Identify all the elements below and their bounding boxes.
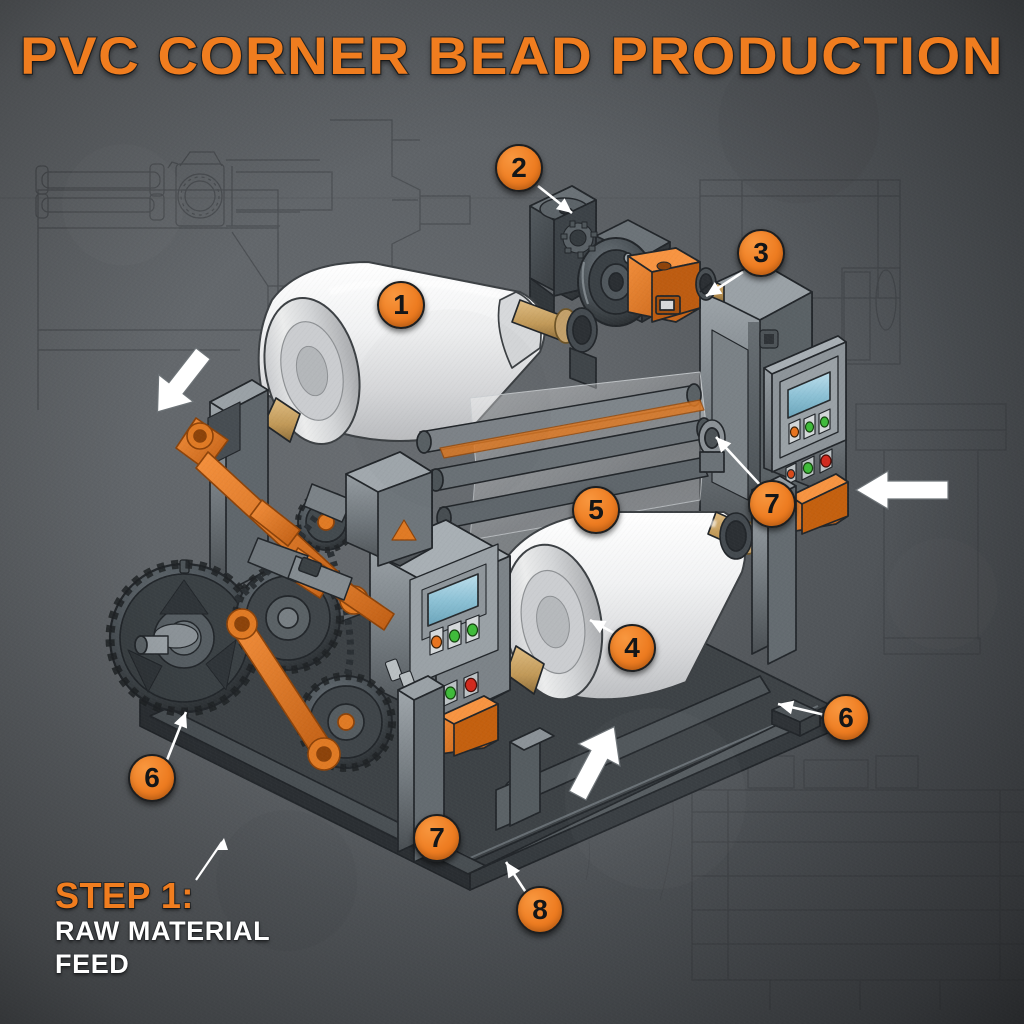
callout-marker-7b[interactable]: 7	[413, 814, 461, 862]
leader-arrowhead-8	[506, 862, 521, 879]
callout-marker-4[interactable]: 4	[608, 624, 656, 672]
callout-marker-2[interactable]: 2	[495, 144, 543, 192]
callout-marker-6[interactable]: 6	[128, 754, 176, 802]
callout-marker-6b[interactable]: 6	[822, 694, 870, 742]
step-description-line-1: RAW MATERIAL	[54, 915, 271, 947]
leader-arrowhead-2	[555, 198, 572, 213]
feed-arrow-bottom	[568, 725, 621, 801]
feed-arrow-top-left	[156, 347, 212, 413]
callout-marker-3[interactable]: 3	[737, 229, 785, 277]
callout-leader-lines	[165, 184, 826, 895]
callout-marker-7[interactable]: 7	[748, 480, 796, 528]
feed-arrow-right	[854, 469, 949, 511]
leader-arrowhead-6b	[778, 700, 795, 715]
callout-marker-8[interactable]: 8	[516, 886, 564, 934]
step-callout: STEP 1: RAW MATERIAL FEED	[54, 875, 271, 981]
callout-marker-5[interactable]: 5	[572, 486, 620, 534]
leader-arrowhead-7	[716, 437, 732, 453]
step-number-label: STEP 1:	[54, 875, 194, 916]
callout-marker-1[interactable]: 1	[377, 281, 425, 329]
page-title: PVC CORNER BEAD PRODUCTION	[19, 26, 1004, 87]
leader-arrowhead-6	[173, 712, 187, 729]
callout-leader-arrowheads	[173, 198, 795, 879]
leader-arrowhead-3	[706, 281, 723, 296]
step-description-line-2: FEED	[54, 948, 130, 980]
leader-arrowhead-4	[590, 620, 607, 634]
step-leader-arrowhead	[216, 838, 228, 850]
